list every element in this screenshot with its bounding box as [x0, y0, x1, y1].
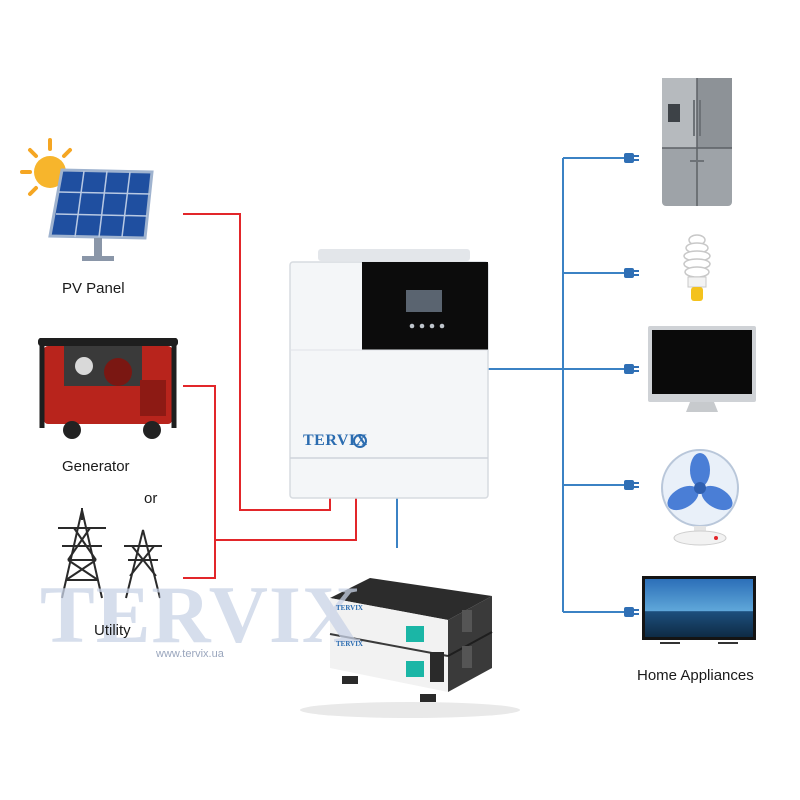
pv-wire — [183, 213, 331, 511]
refrigerator-icon — [662, 78, 732, 206]
plug-icon — [624, 153, 639, 617]
fan-icon — [661, 449, 739, 546]
battery-brand-top: TERVIX — [336, 604, 363, 612]
label-pv-panel: PV Panel — [62, 280, 125, 297]
generator-icon — [38, 338, 178, 439]
watermark-url: www.tervix.ua — [156, 648, 224, 660]
red-wires — [183, 213, 357, 579]
utility-wire — [183, 540, 216, 579]
label-utility: Utility — [94, 622, 131, 639]
inverter-brand: TERVIX — [303, 432, 368, 449]
label-or: or — [144, 490, 158, 507]
sun-icon — [20, 138, 72, 196]
watermark-text: TERVIX — [40, 569, 363, 660]
transmission-tower-icon — [58, 508, 162, 599]
inverter-buttons — [409, 323, 445, 329]
inverter-unit — [289, 249, 489, 499]
label-home-appliances: Home Appliances — [637, 667, 754, 684]
solar-panel-icon — [48, 168, 154, 261]
battery-unit — [300, 578, 520, 718]
light-bulb-icon — [683, 234, 711, 301]
inverter-display — [406, 290, 442, 312]
monitor-icon — [648, 326, 756, 412]
inverter-logo-icon — [353, 434, 367, 448]
battery-brand-bottom: TERVIX — [336, 640, 363, 648]
label-generator: Generator — [62, 458, 130, 475]
tv-icon — [642, 576, 756, 644]
blue-wires — [396, 157, 624, 613]
